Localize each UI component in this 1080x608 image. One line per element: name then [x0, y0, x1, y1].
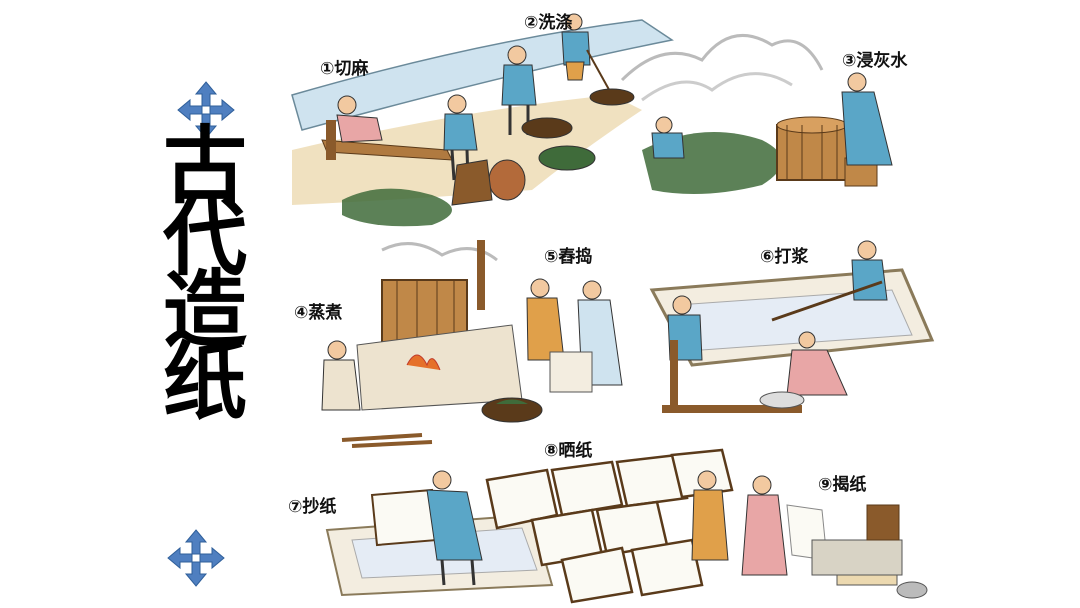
move-handle-bottom[interactable] — [166, 528, 226, 588]
move-handle-top[interactable] — [176, 80, 236, 140]
title-char-4: 纸 — [162, 333, 247, 431]
step-label-2: ②洗涤 — [524, 13, 573, 33]
papermaking-scene — [291, 13, 935, 604]
papermaking-illustration: ①切麻 ②洗涤 ③浸灰水 ④蒸煮 ⑤舂捣 ⑥打浆 ⑦抄纸 ⑧晒纸 ⑨揭纸 — [282, 0, 1080, 608]
step-label-6: ⑥打浆 — [760, 247, 809, 267]
slide-title: 古 代 造 纸 — [150, 117, 260, 431]
step-label-7: ⑦抄纸 — [288, 497, 337, 517]
step-label-3: ③浸灰水 — [842, 51, 908, 71]
step-label-1: ①切麻 — [320, 59, 369, 79]
step-label-9: ⑨揭纸 — [818, 475, 867, 495]
step-label-8: ⑧晒纸 — [544, 441, 593, 461]
title-char-1: 古 — [162, 117, 247, 215]
step-label-5: ⑤舂捣 — [544, 247, 593, 267]
step-label-4: ④蒸煮 — [294, 303, 343, 323]
title-char-3: 造 — [162, 261, 247, 359]
four-way-arrow-icon — [167, 529, 225, 587]
title-char-2: 代 — [162, 189, 247, 287]
four-way-arrow-icon — [177, 81, 235, 139]
